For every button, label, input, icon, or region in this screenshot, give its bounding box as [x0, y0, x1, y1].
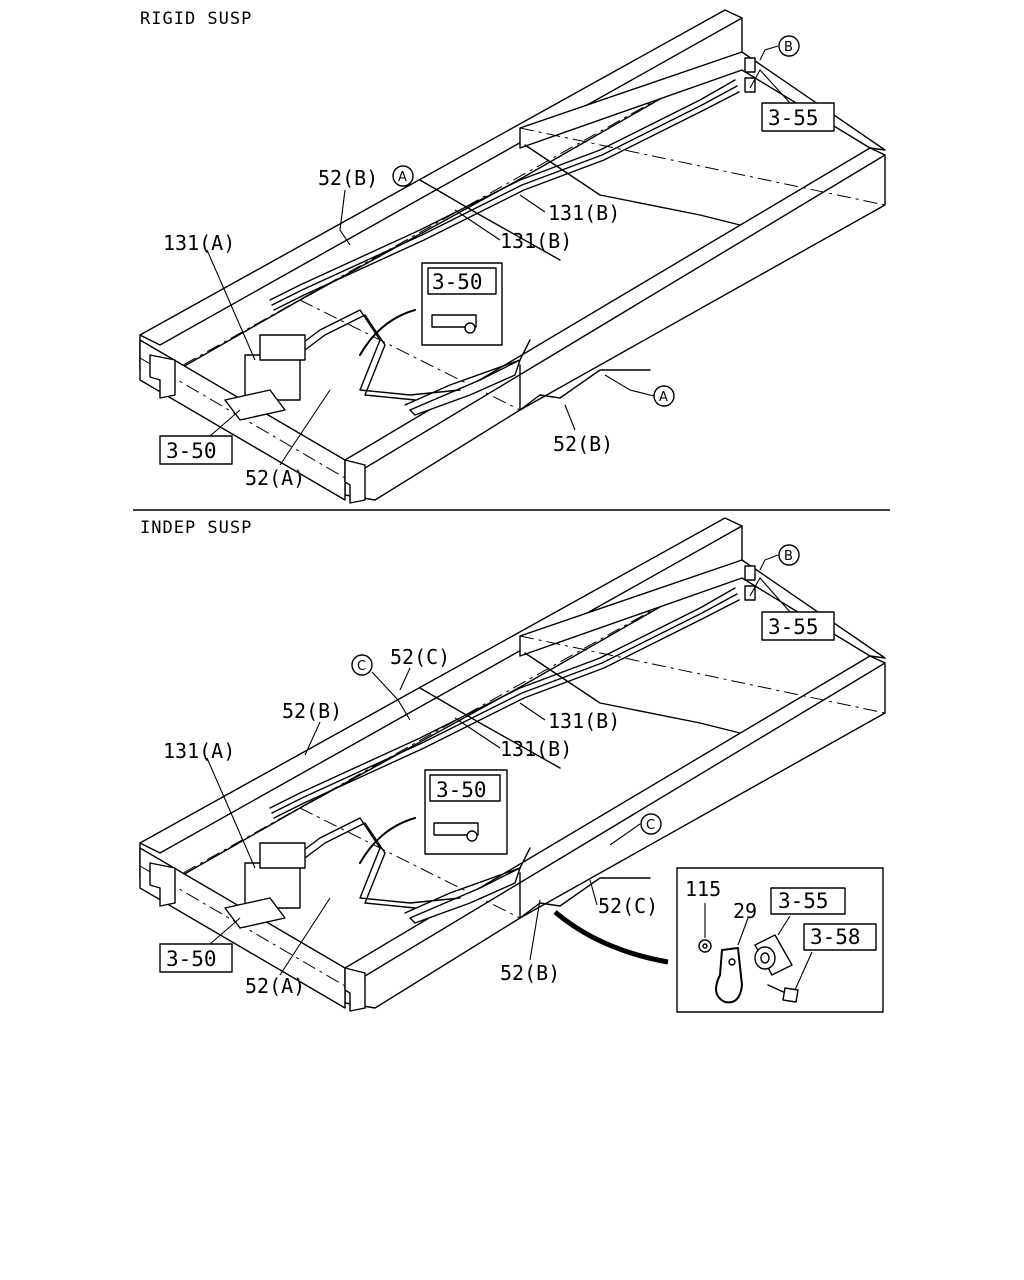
detail-ref-3-58: 3-58 [810, 925, 861, 949]
section-title-rigid: RIGID SUSP [140, 9, 252, 29]
detail-leader-358 [794, 951, 813, 991]
label-52a: 52(A) [245, 974, 305, 998]
ref-3-50-bottom: 3-50 [166, 439, 217, 463]
label-52c-top: 52(C) [390, 645, 450, 669]
ref-box [803, 923, 877, 951]
circle-marker [778, 544, 800, 566]
circle-b-label: B [784, 40, 793, 55]
ref-box [159, 943, 233, 973]
circle-marker [392, 165, 414, 187]
label-131a: 131(A) [163, 739, 235, 763]
circle-marker [778, 35, 800, 57]
detail-leader-29 [737, 917, 749, 946]
ref-3-55: 3-55 [768, 106, 819, 130]
indep-inset-box [424, 769, 508, 855]
circle-marker [351, 654, 373, 676]
section-title-indep: INDEP SUSP [140, 518, 252, 538]
label-52b-right: 52(B) [553, 432, 613, 456]
rigid-leaders [206, 45, 791, 466]
label-52a: 52(A) [245, 466, 305, 490]
indep-leaders [206, 554, 791, 976]
ref-box [761, 102, 835, 132]
ref-3-50-bottom: 3-50 [166, 947, 217, 971]
label-52c-right: 52(C) [598, 894, 658, 918]
label-131b-1: 131(B) [548, 709, 620, 733]
rigid-inset-box [421, 262, 503, 346]
detail-label-115: 115 [685, 877, 721, 901]
label-52b-top: 52(B) [318, 166, 378, 190]
circle-b-label: B [784, 549, 793, 564]
label-52b-top: 52(B) [282, 699, 342, 723]
circle-a-top-label: A [398, 170, 407, 185]
detail-leader-355 [777, 915, 791, 936]
ref-3-55: 3-55 [768, 615, 819, 639]
ref-3-50-inset: 3-50 [436, 778, 487, 802]
circle-a-right-label: A [659, 390, 668, 405]
ref-box [770, 887, 846, 915]
ref-box [159, 435, 233, 465]
circle-c-right-label: C [646, 818, 655, 833]
label-131b-2: 131(B) [500, 737, 572, 761]
ref-3-50-inset: 3-50 [432, 270, 483, 294]
detail-callout-arrow [553, 910, 669, 965]
circle-c-top-label: C [357, 659, 366, 674]
label-52b-bottom: 52(B) [500, 961, 560, 985]
label-131b-1: 131(B) [548, 201, 620, 225]
circle-marker [640, 813, 662, 835]
detail-label-29: 29 [733, 899, 757, 923]
label-131a: 131(A) [163, 231, 235, 255]
detail-ref-3-55: 3-55 [778, 889, 829, 913]
ref-box [761, 611, 835, 641]
label-131b-2: 131(B) [500, 229, 572, 253]
